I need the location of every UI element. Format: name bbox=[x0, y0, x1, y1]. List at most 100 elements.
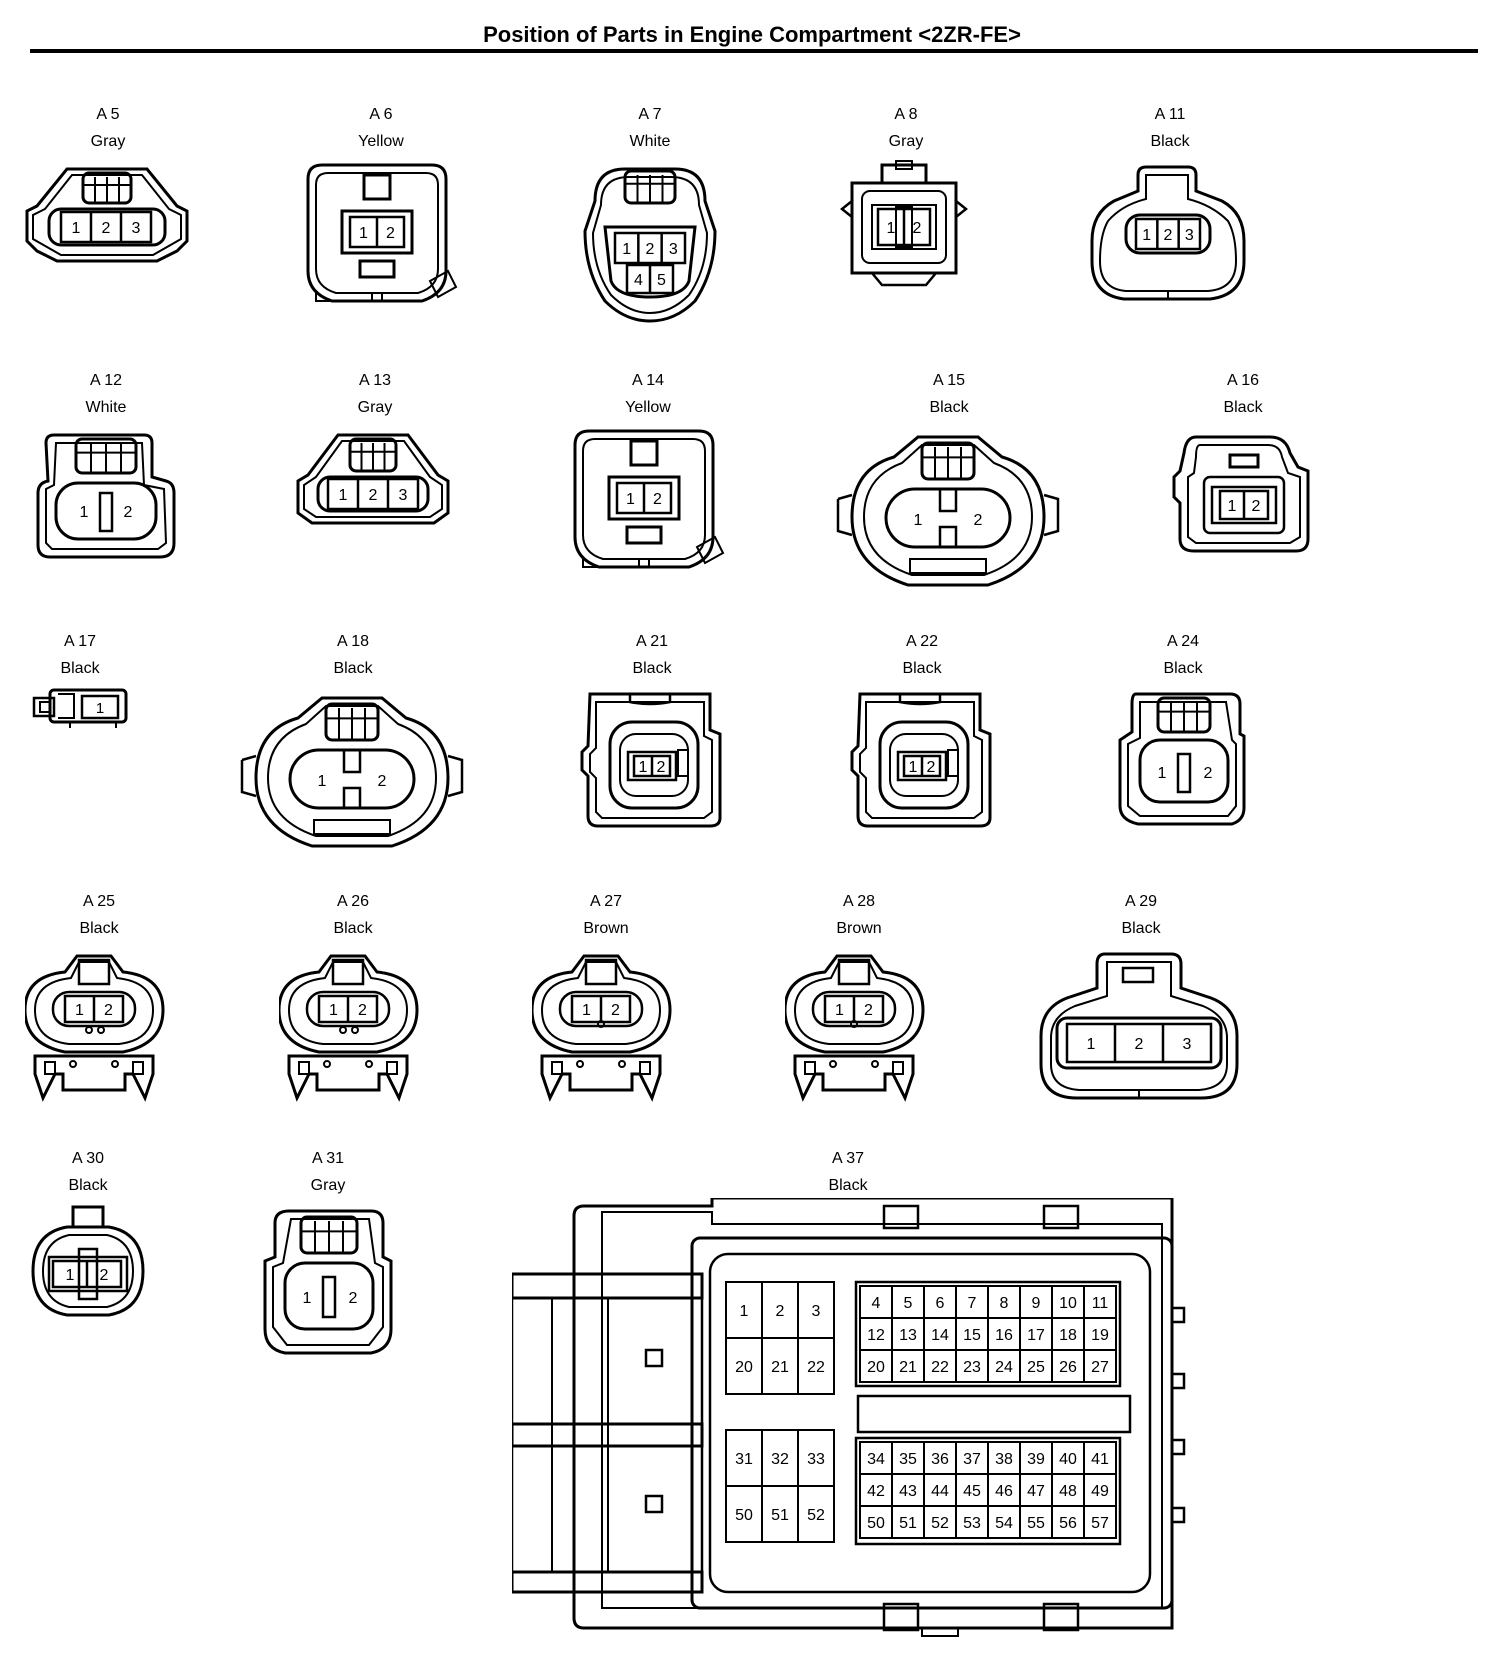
connector-a37-pin-42: 42 bbox=[867, 1483, 885, 1500]
connector-a7-pin-1: 1 bbox=[622, 241, 631, 258]
connector-id: A 17 bbox=[63, 633, 97, 650]
connector-a22-pin-1: 1 bbox=[909, 759, 918, 776]
connector-color: Black bbox=[333, 920, 373, 937]
connector-a28-pin-2: 2 bbox=[864, 1002, 873, 1019]
connector-a5-pin-1: 1 bbox=[72, 220, 81, 237]
connector-color: Gray bbox=[90, 133, 126, 150]
connector-a26-pin-1: 1 bbox=[329, 1002, 338, 1019]
connector-a16-pin-1: 1 bbox=[1228, 498, 1237, 515]
connector-a24-pin-1: 1 bbox=[1158, 765, 1167, 782]
connector-id: A 15 bbox=[932, 372, 966, 389]
connector-a6-pin-1: 1 bbox=[359, 225, 368, 242]
connector-a7-pin-4: 4 bbox=[634, 272, 643, 289]
connector-color: Brown bbox=[583, 920, 629, 937]
connector-color: Gray bbox=[888, 133, 924, 150]
connector-a8-pin-2: 2 bbox=[913, 220, 922, 237]
connector-a37-pin-15: 15 bbox=[963, 1327, 981, 1344]
title-rule bbox=[30, 49, 1478, 53]
connector-color: Yellow bbox=[625, 399, 671, 416]
connector-a37-pin-53: 53 bbox=[963, 1515, 981, 1532]
connector-a37-pin-6: 6 bbox=[936, 1295, 945, 1312]
connector-id: A 31 bbox=[311, 1150, 345, 1167]
connector-a37-pin-51: 51 bbox=[899, 1515, 917, 1532]
connector-a18-pin-1: 1 bbox=[318, 773, 327, 790]
connector-a37-pin-51: 51 bbox=[771, 1507, 789, 1524]
connector-a37-pin-38: 38 bbox=[995, 1451, 1013, 1468]
connector-a37-pin-18: 18 bbox=[1059, 1327, 1077, 1344]
connector-a12-pin-1: 1 bbox=[80, 504, 89, 521]
connector-a37-pin-40: 40 bbox=[1059, 1451, 1077, 1468]
connector-a37-pin-26: 26 bbox=[1059, 1359, 1077, 1376]
connector-id: A 25 bbox=[82, 893, 116, 910]
connector-a5: A 5 Gray bbox=[8, 105, 208, 151]
connector-id: A 29 bbox=[1124, 893, 1158, 910]
connector-a26-pin-2: 2 bbox=[358, 1002, 367, 1019]
connector-color: White bbox=[85, 399, 127, 416]
connector-id: A 8 bbox=[894, 106, 918, 123]
connector-a37-pin-35: 35 bbox=[899, 1451, 917, 1468]
connector-id: A 22 bbox=[905, 633, 939, 650]
connector-color: Gray bbox=[310, 1177, 346, 1194]
connector-a22-pin-2: 2 bbox=[927, 759, 936, 776]
connector-a37-pin-8: 8 bbox=[1000, 1295, 1009, 1312]
connector-id: A 28 bbox=[842, 893, 876, 910]
connector-a37-pin-52: 52 bbox=[807, 1507, 825, 1524]
connector-color: Black bbox=[1223, 399, 1263, 416]
connector-a37-pin-33: 33 bbox=[807, 1451, 825, 1468]
connector-a37-pin-12: 12 bbox=[867, 1327, 885, 1344]
connector-a37-pin-43: 43 bbox=[899, 1483, 917, 1500]
connector-a37-pin-22: 22 bbox=[931, 1359, 949, 1376]
connector-id: A 30 bbox=[71, 1150, 105, 1167]
connector-id: A 27 bbox=[589, 893, 623, 910]
connector-a37-pin-11: 11 bbox=[1092, 1295, 1109, 1312]
connector-a37-pin-21: 21 bbox=[899, 1359, 917, 1376]
connector-a37-pin-20: 20 bbox=[867, 1359, 885, 1376]
connector-a37-pin-13: 13 bbox=[899, 1327, 917, 1344]
connector-color: Black bbox=[1150, 133, 1190, 150]
connector-a37-pin-2: 2 bbox=[776, 1303, 785, 1320]
connector-a30: A 30 Black bbox=[0, 1149, 188, 1195]
connector-id: A 5 bbox=[96, 106, 120, 123]
connector-a13-pin-3: 3 bbox=[399, 487, 408, 504]
connector-a17-pin-1: 1 bbox=[96, 700, 104, 717]
connector-a37-pin-41: 41 bbox=[1091, 1451, 1109, 1468]
connector-a31-pin-1: 1 bbox=[303, 1290, 312, 1307]
connector-a37-pin-47: 47 bbox=[1027, 1483, 1045, 1500]
connector-a14-pin-1: 1 bbox=[626, 491, 635, 508]
connector-a37-pin-27: 27 bbox=[1091, 1359, 1109, 1376]
connector-id: A 7 bbox=[638, 106, 662, 123]
connector-color: Black bbox=[68, 1177, 108, 1194]
connector-color: Black bbox=[1163, 660, 1203, 677]
connector-a37-pin-21: 21 bbox=[771, 1359, 789, 1376]
connector-a7-pin-5: 5 bbox=[657, 272, 666, 289]
connector-a37-pin-3: 3 bbox=[812, 1303, 821, 1320]
connector-id: A 37 bbox=[831, 1150, 865, 1167]
connector-a7-pin-2: 2 bbox=[646, 241, 655, 258]
connector-a37-pin-56: 56 bbox=[1059, 1515, 1077, 1532]
connector-a11-pin-2: 2 bbox=[1164, 227, 1173, 244]
connector-a27-pin-2: 2 bbox=[611, 1002, 620, 1019]
connector-color: Gray bbox=[357, 399, 393, 416]
connector-id: A 16 bbox=[1226, 372, 1260, 389]
connector-a28-pin-1: 1 bbox=[835, 1002, 844, 1019]
connector-a24-pin-2: 2 bbox=[1204, 765, 1213, 782]
connector-a37-pin-55: 55 bbox=[1027, 1515, 1045, 1532]
connector-a37-pin-20: 20 bbox=[735, 1359, 753, 1376]
connector-a37-pin-10: 10 bbox=[1059, 1295, 1077, 1312]
